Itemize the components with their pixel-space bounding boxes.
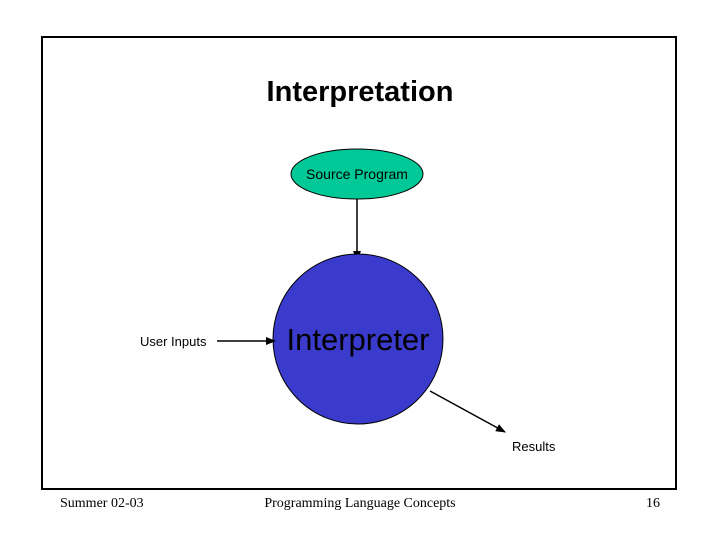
- footer-term: Summer 02-03: [60, 496, 144, 511]
- user-inputs-label: User Inputs: [140, 334, 207, 349]
- source-program-label: Source Program: [306, 166, 408, 182]
- arrow-interpreter-to-results: [429, 390, 506, 433]
- footer-course: Programming Language Concepts: [264, 496, 456, 511]
- results-label: Results: [512, 439, 556, 454]
- slide-frame: [41, 36, 677, 490]
- page-number: 16: [646, 496, 660, 511]
- slide-title: Interpretation: [266, 76, 454, 108]
- interpreter-label: Interpreter: [286, 322, 429, 357]
